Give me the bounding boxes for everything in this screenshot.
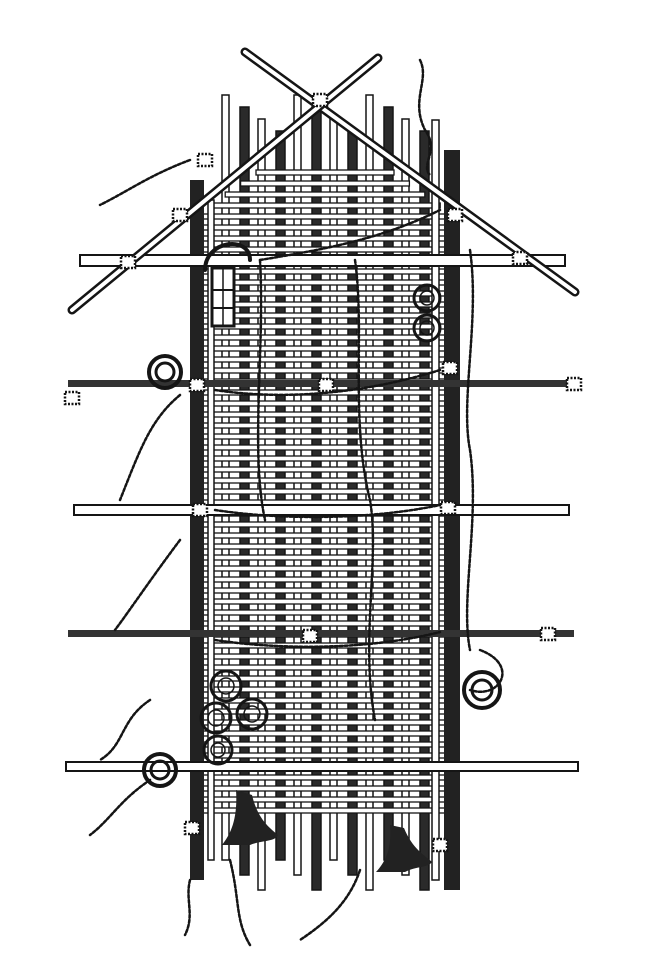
lashing-knot <box>191 502 209 518</box>
float <box>412 313 442 343</box>
cross-slat <box>199 664 451 671</box>
cross-slat <box>199 444 451 451</box>
ropes <box>88 58 504 947</box>
cross-slat <box>199 521 451 528</box>
right-rail <box>444 150 460 890</box>
lashing-knot <box>188 377 206 393</box>
inner-right-rail <box>431 119 440 881</box>
lashing-knot <box>539 626 557 642</box>
vertical-pole <box>275 130 286 861</box>
cross-slat <box>199 268 451 275</box>
cross-slat <box>199 422 451 429</box>
cross-slat <box>199 488 451 495</box>
cross-slat <box>199 334 451 341</box>
cross-slat <box>199 279 451 286</box>
vertical-pole <box>401 118 410 876</box>
cross-slat <box>199 323 451 330</box>
cross-slat <box>199 576 451 583</box>
float <box>202 734 234 766</box>
lashing-knot <box>196 152 214 168</box>
lashing-knot <box>441 360 459 376</box>
cross-slat <box>199 697 451 704</box>
cross-slat <box>199 235 451 242</box>
rope-coils <box>142 242 502 788</box>
cross-slat <box>199 367 451 374</box>
float <box>412 283 442 313</box>
paddle-blades <box>222 790 432 872</box>
paddle-blade <box>222 790 278 845</box>
cross-slat <box>199 411 451 418</box>
cross-slat <box>255 169 395 176</box>
cross-slat <box>199 312 451 319</box>
cross-slat <box>199 301 451 308</box>
paddle-blade <box>376 825 432 872</box>
lashing-knot <box>171 207 189 223</box>
cross-slat <box>199 598 451 605</box>
cross-slat <box>239 180 411 187</box>
cross-slat <box>199 400 451 407</box>
cross-slat <box>199 213 451 220</box>
cross-slat <box>199 741 451 748</box>
cross-slat <box>209 202 441 209</box>
lashings <box>63 92 583 853</box>
cross-slat <box>199 356 451 363</box>
cross-slat <box>199 345 451 352</box>
lashing-knot <box>63 390 81 406</box>
left-rail <box>190 180 204 880</box>
cross-slat <box>199 543 451 550</box>
cross-slat <box>199 455 451 462</box>
cross-slat <box>199 587 451 594</box>
gourd-floats <box>199 283 442 766</box>
cross-slat <box>224 191 426 198</box>
lantern-icon <box>210 266 236 328</box>
cross-slat <box>199 224 451 231</box>
lashing-knot <box>119 254 137 270</box>
float <box>199 701 233 735</box>
frame-rails <box>190 119 460 890</box>
cross-slat <box>199 466 451 473</box>
cross-slat <box>199 774 451 781</box>
lashing-knot <box>317 377 335 393</box>
lashing-knot <box>301 628 319 644</box>
cross-slat <box>199 477 451 484</box>
cross-slat <box>199 730 451 737</box>
float <box>209 669 243 703</box>
float <box>235 697 269 731</box>
cross-slat <box>199 620 451 627</box>
lashing-knot <box>439 500 457 516</box>
cross-slat <box>199 609 451 616</box>
lashing-knot <box>511 250 529 266</box>
lashing-knot <box>446 207 464 223</box>
lashing-knot <box>431 837 449 853</box>
lashing-knot <box>565 376 583 392</box>
cross-slat <box>199 653 451 660</box>
cross-slat <box>199 752 451 759</box>
cross-slat <box>199 290 451 297</box>
cross-slat <box>199 532 451 539</box>
lashing-knot <box>311 92 329 108</box>
cross-slat <box>199 554 451 561</box>
cross-slat <box>199 433 451 440</box>
cross-slat <box>199 565 451 572</box>
lashing-knot <box>183 820 201 836</box>
cross-slat <box>199 785 451 792</box>
cross-slat <box>199 686 451 693</box>
